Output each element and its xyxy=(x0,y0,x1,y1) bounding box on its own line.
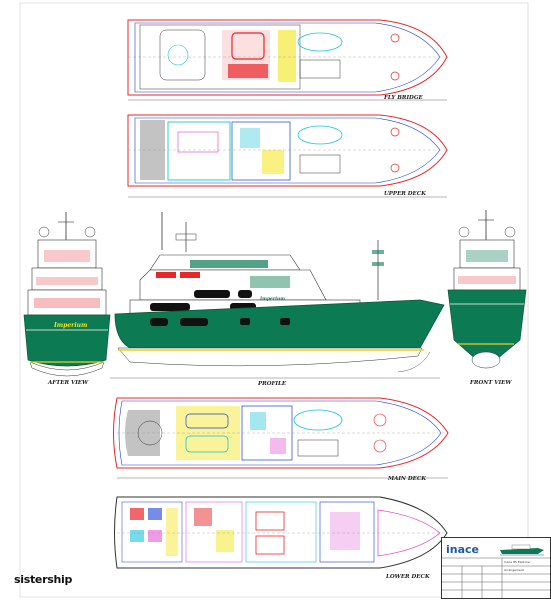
builder-logo: inace xyxy=(446,543,480,556)
fly-bridge-label: FLY BRIDGE xyxy=(383,95,424,101)
upper-deck-plan xyxy=(127,114,448,198)
drawing-title: Arrangement xyxy=(504,568,524,572)
vessel-thumbnail xyxy=(500,544,544,556)
fly-bridge-plan xyxy=(127,19,448,101)
title-block: inace Inace 85 Explorer Arrangement xyxy=(441,537,551,599)
profile-label: PROFILE xyxy=(257,381,287,387)
after-view-elevation xyxy=(23,212,111,377)
main-deck-label: MAIN DECK xyxy=(387,476,426,482)
front-view-elevation xyxy=(447,210,527,369)
lower-deck-plan xyxy=(114,496,448,569)
model-name: Inace 85 Explorer xyxy=(504,560,531,564)
upper-deck-label: UPPER DECK xyxy=(384,191,426,197)
title-block-grid xyxy=(442,557,550,598)
stern-name: Imperium xyxy=(53,322,87,329)
brand-mark: sistership xyxy=(14,573,73,586)
lower-deck-label: LOWER DECK xyxy=(385,574,430,580)
after-view-label: AFTER VIEW xyxy=(47,380,89,386)
profile-elevation xyxy=(110,212,445,379)
profile-hull-name: Imperium xyxy=(259,296,285,302)
front-view-label: FRONT VIEW xyxy=(469,380,512,386)
main-deck-plan xyxy=(113,397,449,479)
